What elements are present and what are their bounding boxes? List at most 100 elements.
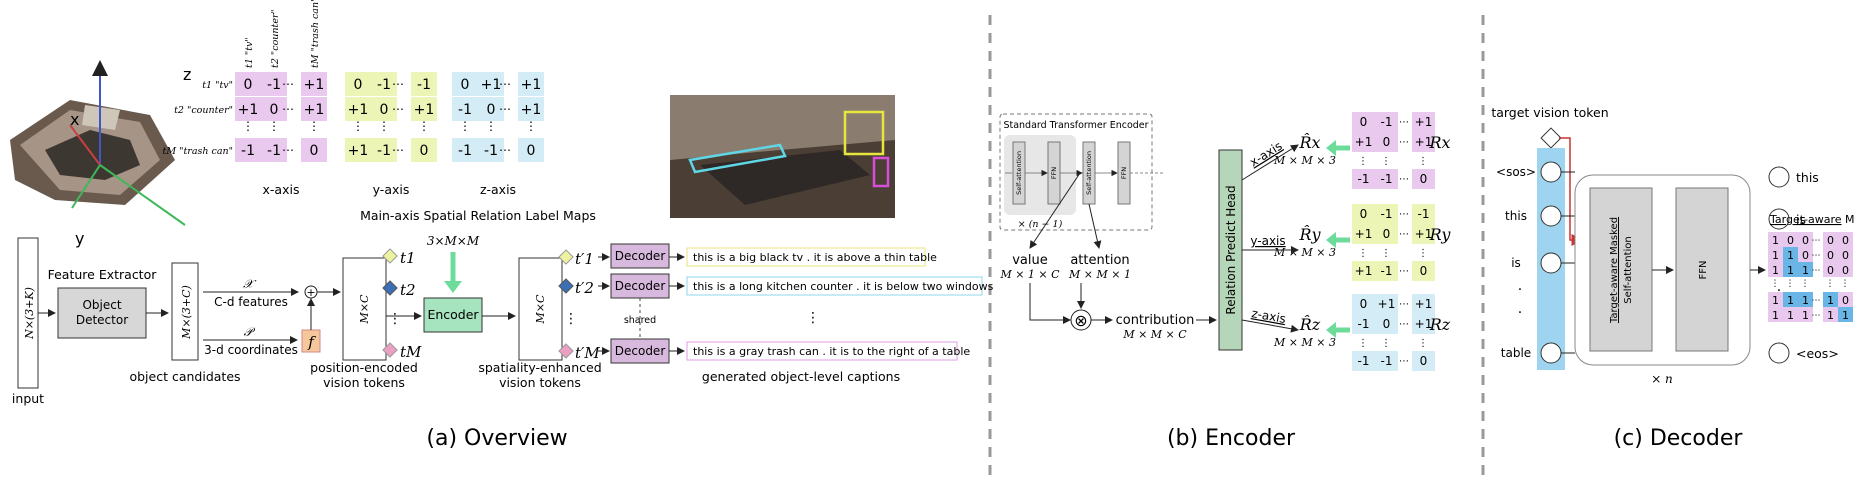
map-cell-value: -1	[458, 102, 472, 118]
r-label: Ry	[1429, 225, 1452, 244]
mask-cell	[1768, 247, 1783, 262]
rel-vdots: ⋮	[1418, 156, 1428, 167]
rel-cell	[1412, 132, 1435, 152]
captions-label: generated object-level captions	[702, 369, 900, 384]
mask-cell-value: 1	[1772, 264, 1779, 277]
rel-cell-value: +1	[1355, 135, 1373, 149]
token-diamond-yellow	[382, 248, 398, 264]
decoder-label-1: Decoder	[615, 249, 666, 263]
mask-cell	[1838, 262, 1853, 277]
map-cell	[261, 138, 287, 162]
rel-cell	[1412, 351, 1435, 371]
output-dot: ·	[1777, 283, 1781, 299]
map-cell	[301, 72, 327, 96]
rel-cell	[1352, 169, 1375, 189]
mask-cell-value: 1	[1772, 249, 1779, 262]
encoder-box	[423, 297, 483, 333]
axis-z-label: z	[183, 65, 191, 84]
ste-sa-1: Self-attention	[1015, 151, 1023, 195]
contribution-label: contribution	[1116, 313, 1195, 328]
token-t1-prime: t′1	[575, 250, 594, 268]
rel-cell-value: -1	[1358, 172, 1370, 186]
token-diamond-pink	[382, 342, 398, 358]
mask-cell-value: 1	[1772, 234, 1779, 247]
decoder-label-3: Decoder	[615, 344, 666, 358]
mask-cell	[1783, 232, 1798, 247]
input-token-label: this	[1505, 209, 1527, 223]
map-col-label: t2 "counter"	[270, 9, 281, 68]
encoder-label: Encoder	[427, 307, 479, 322]
plus-sign: +	[306, 286, 315, 299]
scene-3d-image	[10, 60, 186, 226]
map-cell-value: +1	[348, 102, 369, 118]
map-row-label: tM "trash can"	[163, 146, 233, 157]
output-token-label: this	[1796, 170, 1819, 185]
axis-branch	[1241, 319, 1299, 333]
map-cell-value: 0	[487, 102, 496, 118]
mask-cell-value: 0	[1827, 234, 1834, 247]
token-diamond-blue	[382, 280, 398, 296]
caption-vdots: ⋮	[806, 310, 820, 326]
mask-title: Target-aware Mask	[1769, 213, 1855, 226]
rhat-label: R̂x	[1298, 133, 1320, 152]
rph-label: Relation Predict Head	[1224, 185, 1238, 314]
rel-cell	[1412, 204, 1435, 224]
map-cell	[261, 97, 287, 121]
shared-label: shared	[624, 315, 656, 326]
rel-cell-value: 0	[1360, 115, 1368, 129]
output-token-node	[1768, 208, 1790, 230]
rel-cell	[1375, 314, 1398, 334]
rel-dots: ⋯	[1399, 137, 1409, 148]
rel-cell	[1412, 294, 1435, 314]
spat-dim: M×C	[534, 294, 547, 324]
mask-cell-value: 0	[1827, 249, 1834, 262]
detector-line1: Object	[82, 298, 121, 312]
rel-cell	[1412, 261, 1435, 281]
map-cell	[371, 138, 397, 162]
input-dim: N×(3+K)	[23, 287, 36, 340]
map-cell-value: -1	[267, 143, 281, 159]
map-vdots: ⋮	[525, 119, 537, 133]
map-cell-value: +1	[304, 77, 325, 93]
map-cell-value: +1	[481, 77, 502, 93]
rel-dots: ⋯	[1399, 229, 1409, 240]
rel-cell-value: -1	[1418, 207, 1430, 221]
map-cell-value: +1	[521, 102, 542, 118]
map-cell	[301, 138, 327, 162]
map-cell-value: +1	[348, 143, 369, 159]
map-cell	[345, 97, 371, 121]
map-cell	[452, 72, 478, 96]
mask-cell	[1768, 232, 1783, 247]
map-cell-value: +1	[521, 77, 542, 93]
mask-cell	[1798, 232, 1813, 247]
input-token-label: <sos>	[1496, 165, 1536, 179]
mask-cell	[1838, 307, 1853, 322]
map-cell-value: 0	[354, 77, 363, 93]
feature-extractor-label: Feature Extractor	[48, 267, 158, 282]
mask-cell-value: 1	[1842, 309, 1849, 322]
mask-cell-value: 1	[1787, 264, 1794, 277]
map-axis-name: x-axis	[263, 182, 300, 197]
mask-cell-value: 0	[1802, 234, 1809, 247]
rel-cell-value: +1	[1415, 135, 1433, 149]
map-cell-value: -1	[267, 77, 281, 93]
candidates-dim: M×(3+C)	[180, 285, 193, 340]
rel-cell	[1352, 261, 1375, 281]
map-vdots: ⋮	[308, 119, 320, 133]
rel-cell-value: +1	[1415, 317, 1433, 331]
pos-label-2: vision tokens	[323, 375, 405, 390]
map-cell	[345, 72, 371, 96]
overview-label: (a) Overview	[426, 426, 567, 451]
rel-cell	[1375, 169, 1398, 189]
f-label: f	[307, 333, 316, 351]
map-cell-value: -1	[241, 143, 255, 159]
ste-ffn-1: FFN	[1050, 167, 1058, 179]
rel-cell-value: -1	[1381, 207, 1393, 221]
map-cell	[301, 97, 327, 121]
map-vdots: ⋮	[268, 119, 280, 133]
mask-vdots: ⋮	[1786, 279, 1795, 289]
